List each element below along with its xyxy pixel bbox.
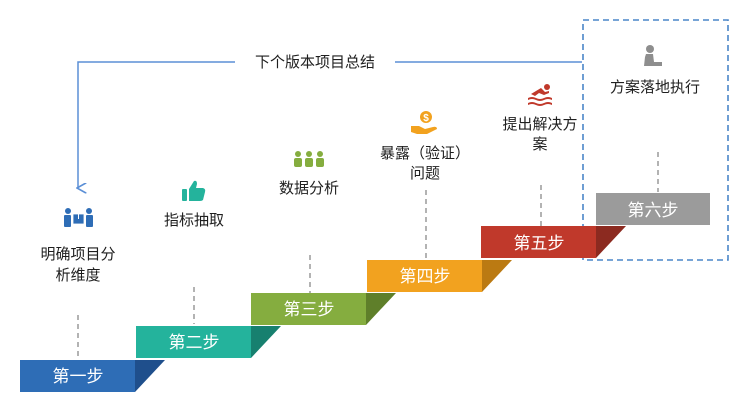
step-1-shade <box>135 360 165 392</box>
step-4-desc-line-2: 问题 <box>410 165 440 182</box>
step-2-label: 第二步 <box>169 333 220 352</box>
step-5-desc-line-1: 提出解决方 <box>502 116 577 133</box>
step-2-desc-line-1: 指标抽取 <box>164 212 224 229</box>
steps-layer: 第一步 第二步 第三步 第四步 第五步 第六步 <box>20 193 710 392</box>
step-4-bar <box>367 260 482 292</box>
step-6-desc-line-1: 方案落地执行 <box>610 78 700 96</box>
step-3-bar <box>251 293 366 325</box>
step-5-label: 第五步 <box>514 234 565 253</box>
step-4-label: 第四步 <box>400 267 451 286</box>
step-5-shade <box>596 226 626 258</box>
people-box-icon <box>64 208 93 227</box>
step-5-bar <box>481 226 596 258</box>
step-2-shade <box>251 326 281 358</box>
step-6-label: 第六步 <box>628 201 679 220</box>
feedback-loop-line <box>78 61 582 188</box>
step-1-bar <box>20 360 135 392</box>
step-3-shade <box>366 293 396 325</box>
step-3-desc-line-1: 数据分析 <box>279 180 339 197</box>
thumbs-up-icon <box>182 180 206 201</box>
person-seated-icon <box>644 45 662 66</box>
step-2-bar <box>136 326 251 358</box>
step-3-label: 第三步 <box>284 300 335 319</box>
highlight-box-step-six <box>582 19 729 261</box>
step-6-bar <box>596 193 710 225</box>
step-4-desc-line-1: 暴露（验证） <box>380 145 470 162</box>
step-4-shade <box>482 260 512 292</box>
step-1-label: 第一步 <box>53 367 104 386</box>
hand-coin-icon: $ <box>411 111 437 134</box>
feedback-label: 下个版本项目总结 <box>255 54 375 71</box>
step-5-desc-line-2: 案 <box>532 135 547 153</box>
step-1-desc-line-1: 明确项目分 <box>40 246 115 263</box>
svg-text:$: $ <box>423 113 429 124</box>
swimmer-icon <box>528 84 552 106</box>
step-1-desc-line-2: 析维度 <box>55 267 100 284</box>
group-icon <box>294 151 324 167</box>
